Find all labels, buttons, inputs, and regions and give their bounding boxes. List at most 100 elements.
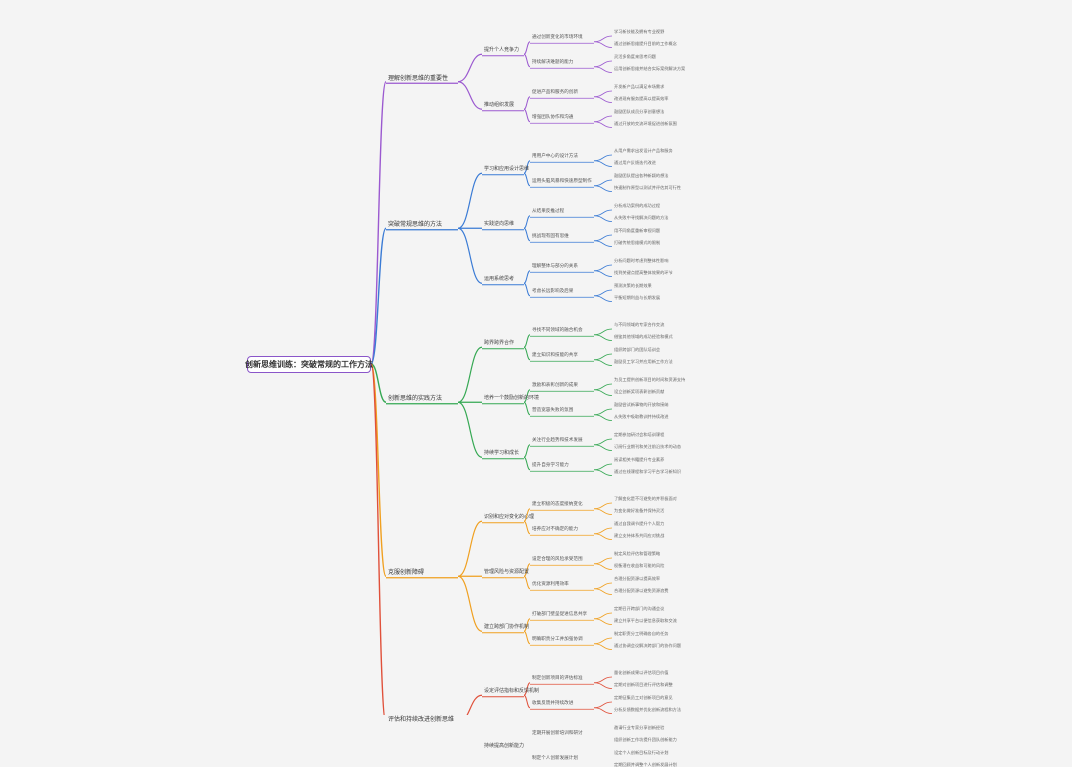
detail-node[interactable]: 通过在线课程和学习平台学习新知识 xyxy=(614,468,682,474)
detail-node[interactable]: 预测决策的长期效果 xyxy=(614,283,652,288)
topic-node-l3[interactable]: 寻找不同领域的融合机会 xyxy=(532,327,583,333)
detail-node[interactable]: 找到关键点提高整体效果的环节 xyxy=(614,269,673,275)
branch-node[interactable]: 创新思维的实践方法 xyxy=(388,395,443,403)
detail-node[interactable]: 定期回顾并调整个人创新发展计划 xyxy=(614,761,677,767)
detail-node[interactable]: 鼓励团队提出各种新颖的想法 xyxy=(614,173,669,178)
topic-node-l2[interactable]: 推动组织发展 xyxy=(484,102,515,109)
detail-node[interactable]: 借鉴其他领域的成功经验和模式 xyxy=(614,333,673,339)
detail-node[interactable]: 从用户需求出发设计产品和服务 xyxy=(614,148,673,153)
topic-node-l2[interactable]: 培养一个鼓励创新的环境 xyxy=(484,395,540,402)
detail-node[interactable]: 从失败中寻找解决问题的方法 xyxy=(614,214,669,220)
topic-node-l3[interactable]: 增强团队协作和沟通 xyxy=(532,114,574,120)
topic-node-l3[interactable]: 理解整体与部分的关系 xyxy=(532,263,578,269)
topic-node-l3[interactable]: 激励和表彰创新的成果 xyxy=(532,382,578,388)
detail-node[interactable]: 从失败中吸取教训并持续改进 xyxy=(614,413,669,419)
detail-node[interactable]: 邀请行业专家分享创新经验 xyxy=(614,725,665,730)
topic-node-l3[interactable]: 制定创新项目的评估标准 xyxy=(532,675,583,681)
detail-node[interactable]: 权衡潜在收益和可能的风险 xyxy=(614,562,665,568)
detail-node[interactable]: 为员工提供创新项目的时间和资源支持 xyxy=(614,377,686,382)
connector-l3-l4 xyxy=(593,264,613,272)
topic-node-l3[interactable]: 打破部门壁垒促进信息共享 xyxy=(532,611,588,617)
topic-node-l3[interactable]: 运用头脑风暴和快速原型制作 xyxy=(532,178,592,184)
detail-node[interactable]: 开发新产品以满足市场需求 xyxy=(614,84,665,89)
detail-node[interactable]: 阅读相关书籍提升专业素养 xyxy=(614,457,665,462)
detail-node[interactable]: 设定个人创新目标及行动计划 xyxy=(614,750,669,755)
topic-node-l3[interactable]: 培养应对不确定的能力 xyxy=(532,526,578,532)
detail-node[interactable]: 合理分配资源以避免资源浪费 xyxy=(614,587,669,593)
topic-node-l3[interactable]: 营造宽容失败的氛围 xyxy=(532,407,574,413)
topic-node-l2[interactable]: 识别和应对变化的心理 xyxy=(484,514,535,521)
detail-node[interactable]: 学习新技能及拥有专业视野 xyxy=(614,29,665,34)
topic-node-l2[interactable]: 跨界跨界合作 xyxy=(484,340,515,347)
topic-node-l2[interactable]: 持续学习和成长 xyxy=(484,450,520,457)
topic-node-l2[interactable]: 提升个人竞争力 xyxy=(484,47,520,54)
topic-node-l2[interactable]: 建立跨部门协作机制 xyxy=(484,624,530,631)
detail-node[interactable]: 快速制作原型以测试并评估其可行性 xyxy=(614,184,682,190)
topic-node-l2[interactable]: 持续提高创新能力 xyxy=(484,743,525,750)
detail-node[interactable]: 分析成功案例的成功过程 xyxy=(614,203,661,208)
detail-node[interactable]: 组织创新工作坊提升团队创新能力 xyxy=(614,736,677,742)
topic-node-l3[interactable]: 用用户中心的设计方法 xyxy=(532,153,578,159)
topic-node-l3[interactable]: 考虑长远影响及后果 xyxy=(532,288,574,294)
detail-node[interactable]: 定期对创新项目进行评估和调整 xyxy=(614,681,673,687)
detail-node[interactable]: 分析问题时考虑到整体性影响 xyxy=(614,258,669,263)
detail-node[interactable]: 分析反馈数据并优化创新流程和方法 xyxy=(614,706,682,712)
detail-node[interactable]: 制定风险评估和管理策略 xyxy=(614,551,661,556)
detail-node[interactable]: 鼓励尝试新事物的开放和接纳 xyxy=(614,402,669,407)
branch-node[interactable]: 理解创新思维的重要性 xyxy=(388,74,449,82)
detail-node[interactable]: 建立支持体系共同应对挑战 xyxy=(614,532,665,538)
topic-node-l3[interactable]: 持续解决难题的能力 xyxy=(532,59,574,65)
topic-node-l3[interactable]: 明确职责分工并加强协调 xyxy=(532,636,583,642)
detail-node[interactable]: 为变化做好准备并保持灵活 xyxy=(614,507,665,513)
connector-l2-l3 xyxy=(523,282,531,297)
topic-node-l2[interactable]: 设定评估指标和反馈机制 xyxy=(484,688,540,695)
detail-node[interactable]: 通过自我调节提升个人毅力 xyxy=(614,521,665,526)
detail-node[interactable]: 灵活多角度来思考问题 xyxy=(614,54,656,59)
detail-node[interactable]: 通过开放的交流环境促进创新氛围 xyxy=(614,120,677,126)
topic-node-l2[interactable]: 学习和应用设计思维 xyxy=(484,166,530,173)
detail-node[interactable]: 定期召开跨部门的沟通会议 xyxy=(614,606,665,611)
topic-node-l3[interactable]: 建立知识和技能的共享 xyxy=(532,352,578,358)
detail-node[interactable]: 定期征集员工对创新项目的意见 xyxy=(614,695,673,700)
topic-node-l3[interactable]: 从结果反推过程 xyxy=(532,208,565,214)
topic-node-l3[interactable]: 设定合理的风险承受范围 xyxy=(532,556,583,562)
topic-node-l3[interactable]: 关注行业趋势和技术发展 xyxy=(532,437,583,443)
detail-node[interactable]: 设立创新奖项表彰创新贡献 xyxy=(614,388,665,394)
detail-node[interactable]: 通过创新思维提升目前的工作概念 xyxy=(614,40,677,46)
topic-node-l3[interactable]: 提升自身学习能力 xyxy=(532,462,569,468)
detail-node[interactable]: 用不同角度重新审视问题 xyxy=(614,228,661,233)
topic-node-l3[interactable]: 挑战现有固有思维 xyxy=(532,233,569,239)
detail-node[interactable]: 鼓励员工学习并应用新工作方法 xyxy=(614,358,673,364)
detail-node[interactable]: 运用创新思维并结合实际案例解决方案 xyxy=(614,65,686,71)
detail-node[interactable]: 平衡短期利益与长期发展 xyxy=(614,294,661,300)
detail-node[interactable]: 制定职责分工明确各自的任务 xyxy=(614,631,669,636)
detail-node[interactable]: 鼓励团队成员分享创意想法 xyxy=(614,109,665,114)
topic-node-l3[interactable]: 建立积极的态度接纳变化 xyxy=(532,501,583,507)
topic-node-l2[interactable]: 运用系统思考 xyxy=(484,276,515,283)
topic-node-l3[interactable]: 通过创新变化的市场环境 xyxy=(532,34,583,40)
detail-node[interactable]: 了解变化是不可避免的并积极面对 xyxy=(614,496,677,501)
root-node[interactable]: 创新思维训练：突破常规的工作方法 xyxy=(245,356,373,373)
detail-node[interactable]: 订阅行业期刊和关注前沿技术的动态 xyxy=(614,443,682,449)
topic-node-l3[interactable]: 定期开展创新培训和研讨 xyxy=(532,730,583,736)
detail-node[interactable]: 改进现有服务提高以提高效率 xyxy=(614,95,669,101)
detail-node[interactable]: 量化创新成果以评估项目价值 xyxy=(614,670,669,675)
topic-node-l3[interactable]: 优化资源利用效率 xyxy=(532,581,569,587)
detail-node[interactable]: 与不同领域的专家合作交流 xyxy=(614,322,665,327)
connector-l3-l4 xyxy=(593,408,613,416)
detail-node[interactable]: 通过协调会议解决跨部门的协作问题 xyxy=(614,642,682,648)
detail-node[interactable]: 组织跨部门的团队培训会 xyxy=(614,347,661,352)
topic-node-l3[interactable]: 制定个人创新发展计划 xyxy=(532,755,578,761)
branch-node[interactable]: 突破常规思维的方法 xyxy=(388,221,443,229)
topic-node-l2[interactable]: 实践逆向思维 xyxy=(484,221,515,228)
detail-node[interactable]: 打破传统思维模式的限制 xyxy=(614,239,661,245)
topic-node-l3[interactable]: 促进产品和服务的创新 xyxy=(532,89,578,95)
topic-node-l3[interactable]: 收集反馈并持续改进 xyxy=(532,700,574,706)
topic-node-l2[interactable]: 管理风险与资源配置 xyxy=(484,569,530,576)
detail-node[interactable]: 合理分配资源以提高效率 xyxy=(614,576,661,581)
detail-node[interactable]: 建立共享平台以便信息获取和交流 xyxy=(614,617,677,623)
branch-node[interactable]: 克服创新障碍 xyxy=(388,569,425,577)
detail-node[interactable]: 定期参加研讨会和培训课程 xyxy=(614,432,665,437)
branch-node[interactable]: 评估和持续改进创新思维 xyxy=(388,715,455,723)
detail-node[interactable]: 通过用户反馈迭代改进 xyxy=(614,159,656,165)
